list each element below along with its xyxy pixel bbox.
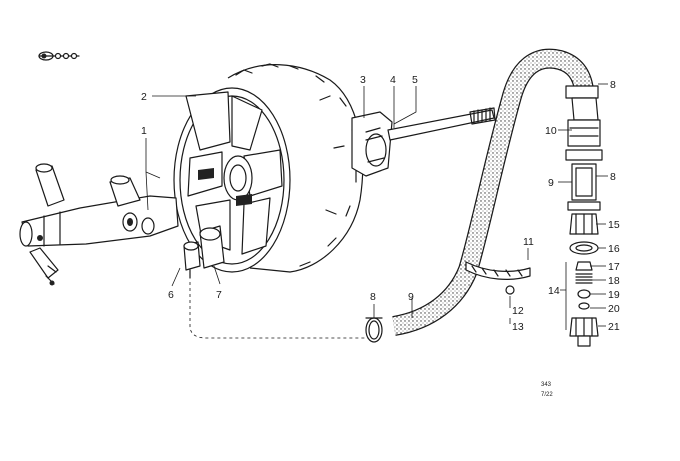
vacuum-path-line xyxy=(189,282,368,339)
callout-17: 17 xyxy=(608,261,620,273)
callout-9-hose: 9 xyxy=(408,291,414,303)
callout-12: 12 xyxy=(512,305,524,317)
drawing-code-date: 7/22 xyxy=(541,392,553,398)
callout-5: 5 xyxy=(412,74,418,86)
brake-booster xyxy=(173,63,496,273)
valve-assembly xyxy=(565,97,603,347)
callout-3: 3 xyxy=(360,74,366,86)
hose-bracket xyxy=(465,261,531,295)
callout-8-upper: 8 xyxy=(610,79,616,91)
car-silhouette-icon xyxy=(38,51,80,61)
callout-16: 16 xyxy=(608,243,620,255)
callout-11: 11 xyxy=(523,236,534,248)
callout-20: 20 xyxy=(608,303,620,315)
callout-21: 21 xyxy=(608,321,620,333)
callout-1: 1 xyxy=(141,125,147,137)
callout-leaders xyxy=(145,83,608,330)
drawing-code-number: 343 xyxy=(541,382,552,388)
callout-8-middle: 8 xyxy=(610,171,616,183)
hose-clamp xyxy=(365,317,383,343)
vacuum-check-valve xyxy=(183,225,225,279)
callout-13: 13 xyxy=(512,321,524,333)
callout-14: 14 xyxy=(548,285,560,297)
callout-4: 4 xyxy=(390,74,396,86)
callout-labels: 2 1 3 4 5 6 7 8 8 8 9 9 10 11 12 13 14 1… xyxy=(141,74,620,333)
callout-15: 15 xyxy=(608,219,620,231)
callout-10: 10 xyxy=(545,125,557,137)
callout-2: 2 xyxy=(141,91,147,103)
callout-6: 6 xyxy=(168,289,174,301)
master-cylinder xyxy=(19,163,179,286)
vacuum-hose xyxy=(392,48,599,336)
callout-19: 19 xyxy=(608,289,620,301)
callout-9-valve: 9 xyxy=(548,177,554,189)
callout-7: 7 xyxy=(216,289,222,301)
callout-18: 18 xyxy=(608,275,620,287)
callout-8-clamp: 8 xyxy=(370,291,376,303)
